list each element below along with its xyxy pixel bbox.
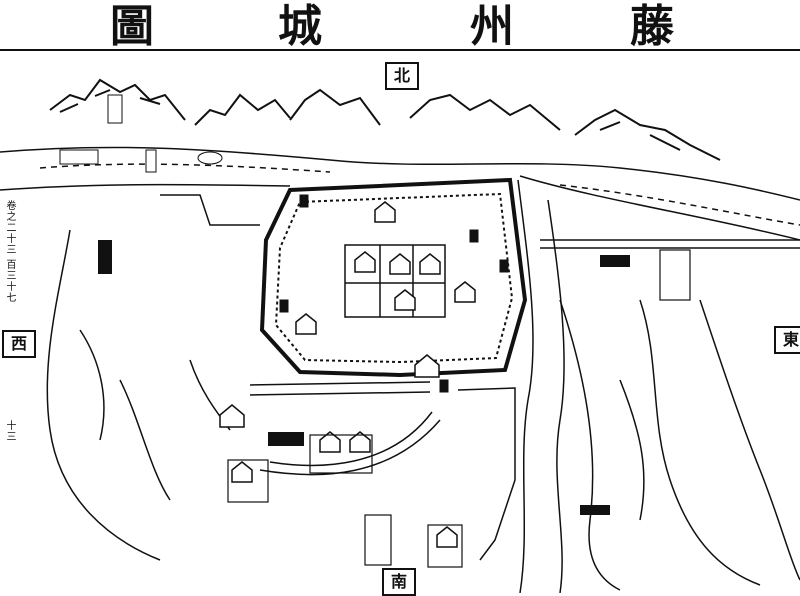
northern-mountains: [49, 78, 721, 161]
east-marker: 東: [774, 326, 800, 354]
north-marker: 北: [385, 62, 419, 90]
southern-river: [517, 179, 565, 593]
title-char-3: 城: [278, 1, 322, 52]
enclosures: [227, 249, 691, 568]
cloud-mark: [197, 151, 223, 165]
gate-towers: [279, 194, 509, 393]
map-markers: [98, 240, 630, 515]
city-wall: [259, 177, 528, 378]
river-label-box: [59, 149, 99, 165]
western-hills: [46, 229, 231, 561]
page-number: 十三: [4, 420, 15, 442]
volume-note: 卷之二十三 百三十七: [4, 200, 15, 304]
eastern-hills: [559, 299, 800, 591]
title-char-2: 州: [470, 1, 514, 52]
buildings: [219, 201, 476, 548]
title-char-1: 藤: [630, 1, 674, 52]
west-marker: 西: [2, 330, 36, 358]
river-label-box-2: [145, 149, 157, 173]
south-marker: 南: [382, 568, 416, 596]
title-char-4: 圖: [110, 1, 154, 52]
northern-river: [0, 146, 800, 241]
roads: [160, 194, 800, 561]
mountain-label-box: [107, 94, 123, 124]
